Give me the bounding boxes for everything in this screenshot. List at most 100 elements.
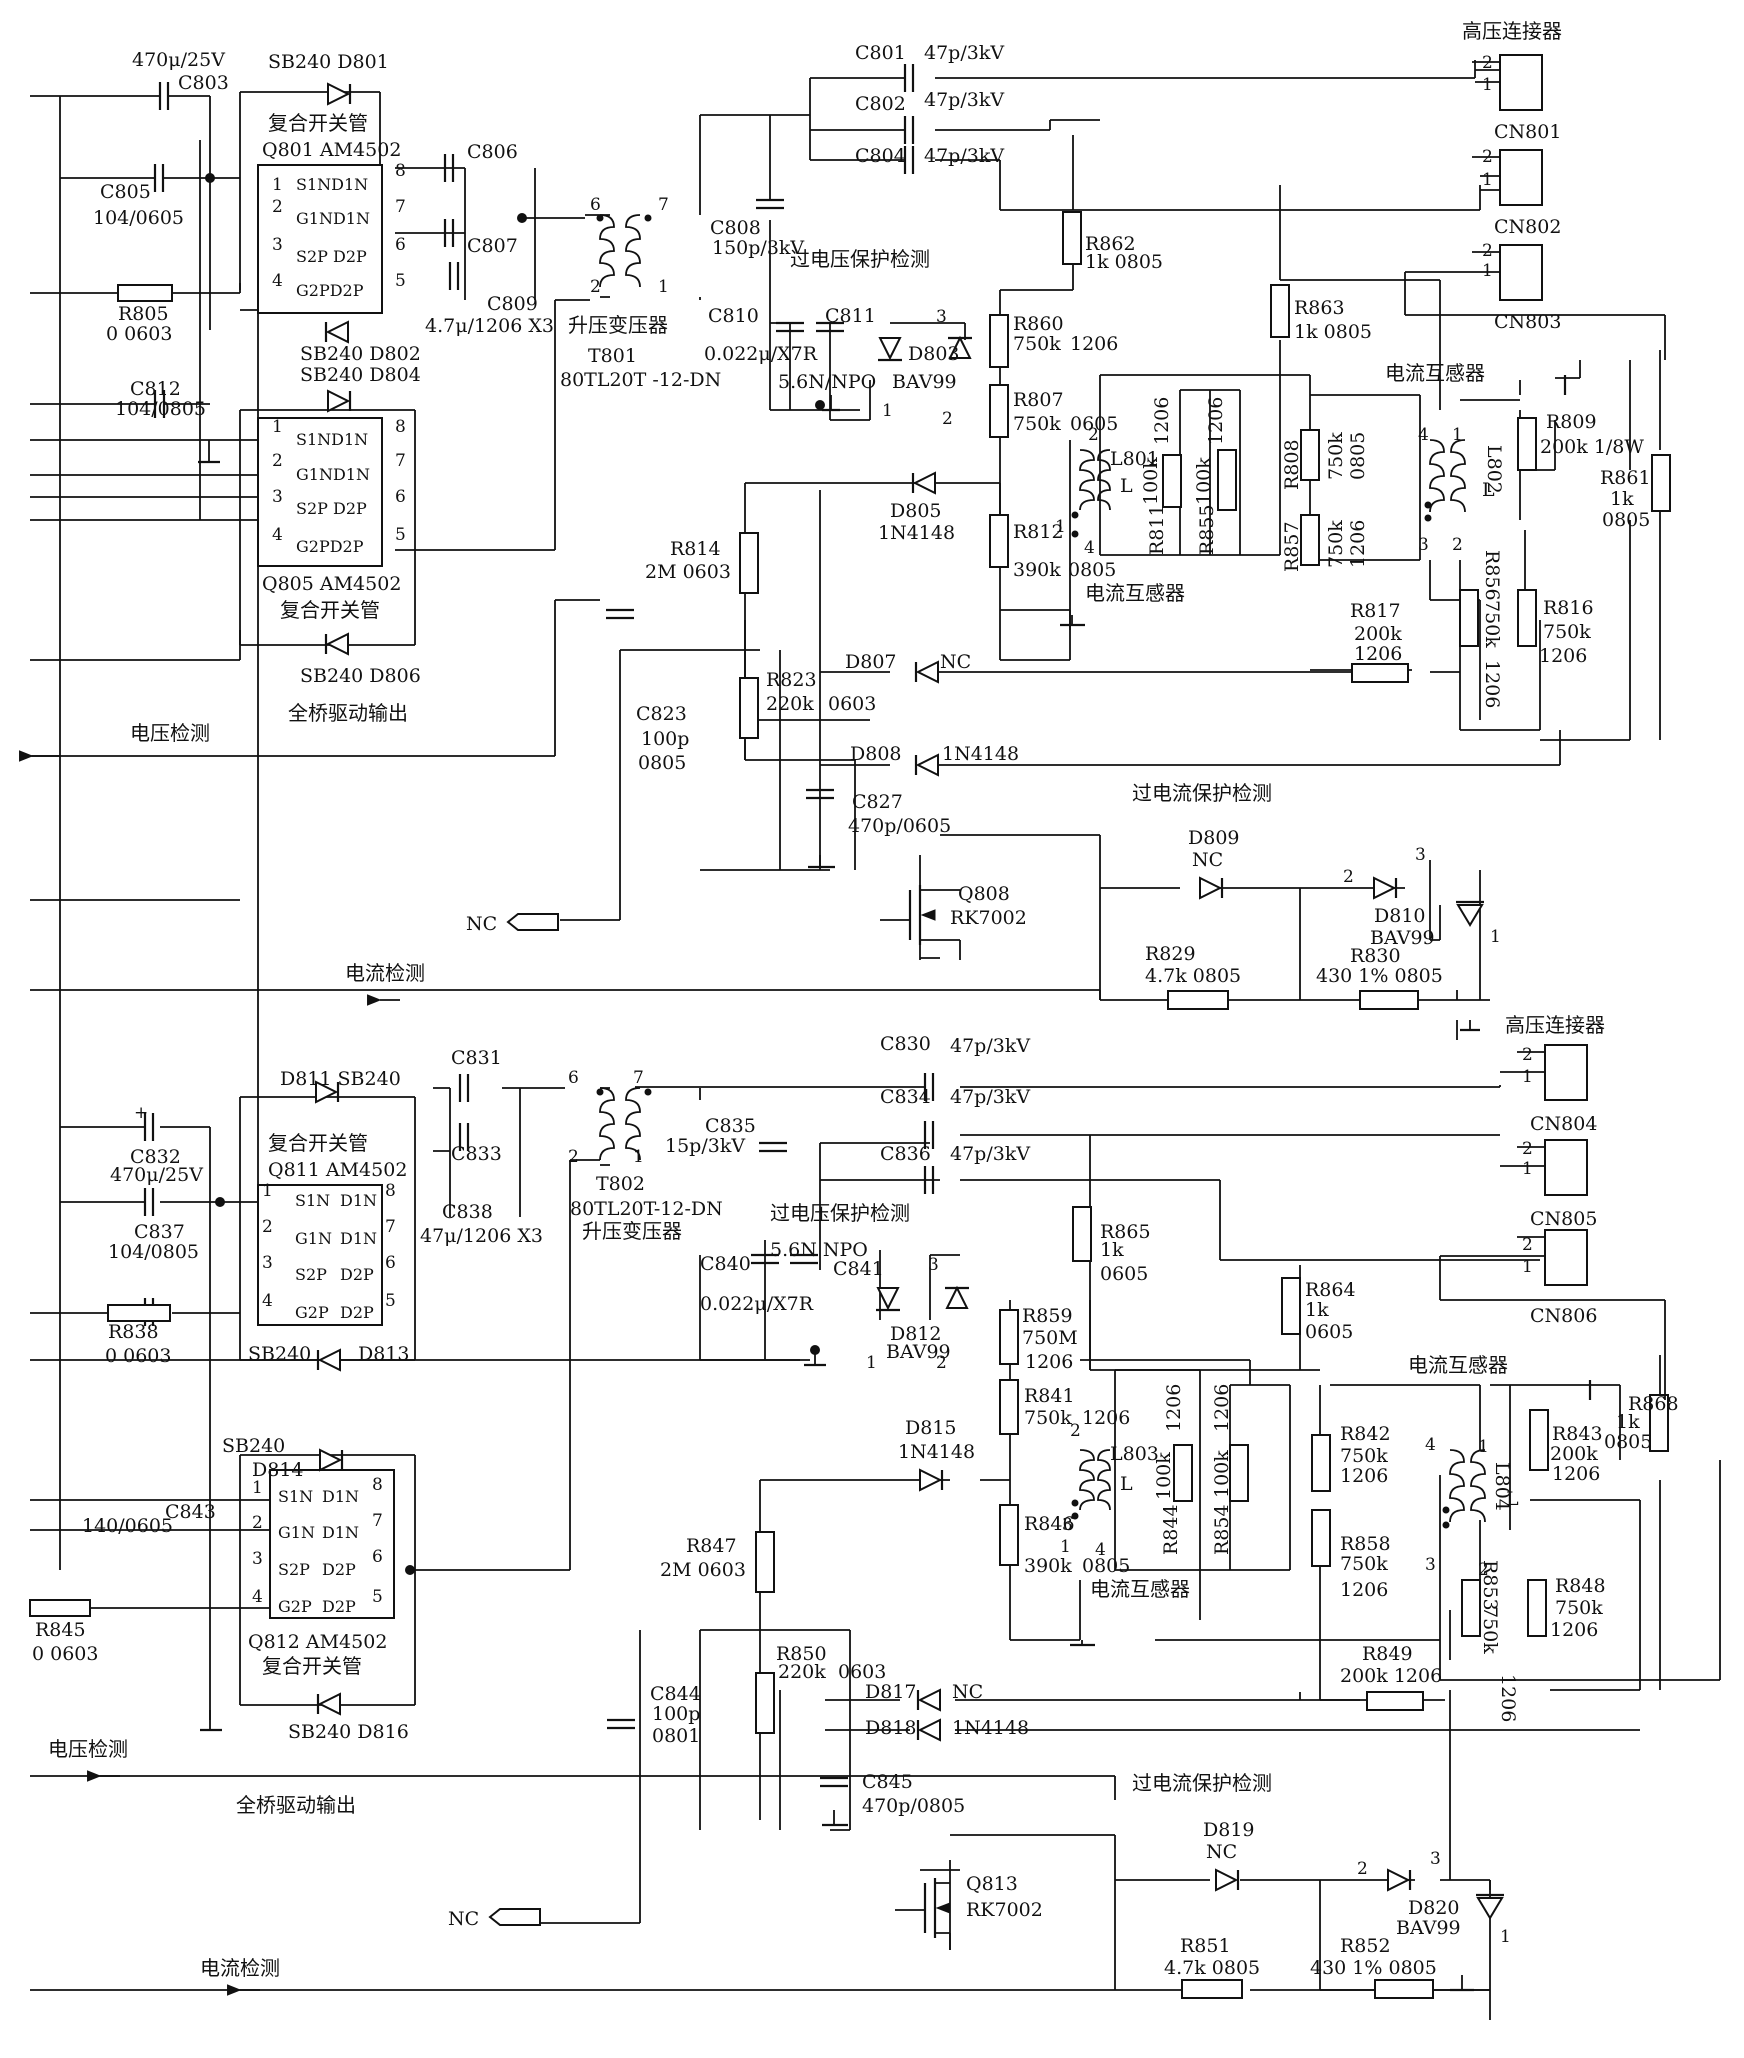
- t801-pin2: 2: [590, 277, 601, 297]
- label-r863: R863: [1294, 297, 1345, 319]
- label-d820: D820: [1408, 1897, 1460, 1919]
- label-c832-val: 470μ/25V: [110, 1164, 203, 1186]
- label-t802: T802: [596, 1173, 645, 1195]
- label-c844-pkg: 0801: [652, 1725, 700, 1747]
- label-gylj2: 高压连接器: [1505, 1013, 1605, 1037]
- label-c830: C830: [880, 1033, 931, 1055]
- label-r823-val: 220k: [766, 693, 814, 715]
- label-d803: D803: [908, 343, 960, 365]
- label-r830: R830: [1350, 945, 1401, 967]
- label-r868-pkg: 0805: [1604, 1431, 1652, 1453]
- connectors: [1404, 54, 1666, 1400]
- res-r830: [1359, 990, 1419, 1010]
- c832-plus: +: [134, 1103, 148, 1123]
- q805-pin2: 2: [272, 451, 283, 471]
- label-qqqd2: 全桥驱动输出: [236, 1793, 356, 1817]
- svg-text:2: 2: [1452, 535, 1463, 555]
- label-r809: R809: [1546, 411, 1597, 433]
- q812-p5: D2P: [322, 1597, 356, 1616]
- cap-c812: [153, 390, 166, 418]
- svg-text:2: 2: [1522, 1045, 1533, 1065]
- svg-text:1: 1: [1478, 1437, 1489, 1457]
- q805-pin1: 1: [272, 417, 283, 437]
- label-gybh2: 过电压保护检测: [770, 1201, 910, 1225]
- label-r845-val: 0 0603: [32, 1643, 98, 1665]
- label-c837-val: 104/0805: [108, 1241, 199, 1263]
- cap-c805: [153, 164, 165, 192]
- label-r807-pkg: 0605: [1070, 413, 1118, 435]
- label-r852: R852: [1340, 1935, 1391, 1957]
- label-c840-val: 0.022μ/X7R: [700, 1293, 814, 1315]
- q801-row1: S1ND1N: [296, 175, 368, 194]
- label-r859-val: 750M: [1022, 1327, 1078, 1349]
- arrows: [19, 750, 1116, 1996]
- label-l-4: L: [1506, 1488, 1519, 1510]
- label-r858: R858: [1340, 1533, 1391, 1555]
- res-r868: [1649, 1394, 1669, 1452]
- res-r814: [739, 532, 759, 594]
- cap-c835: [759, 1141, 787, 1153]
- label-r808: R808: [1281, 439, 1303, 490]
- connector-cn804: [1544, 1044, 1588, 1101]
- res-r856: [1459, 589, 1479, 647]
- label-r868: R868: [1628, 1393, 1679, 1415]
- label-r811-val: 100k: [1140, 457, 1162, 505]
- transformers: [596, 214, 1486, 1529]
- label-r857-pkg: 1206: [1347, 520, 1369, 568]
- label-r814-val: 2M 0603: [645, 561, 731, 583]
- res-r852: [1374, 1979, 1434, 1999]
- q805-pin3: 3: [272, 487, 283, 507]
- cap-c833: [458, 1123, 470, 1151]
- res-r853: [1461, 1579, 1481, 1637]
- svg-text:1: 1: [1482, 261, 1493, 281]
- res-r849: [1366, 1691, 1424, 1711]
- label-c836-val: 47p/3kV: [950, 1143, 1030, 1165]
- label-r817-pkg: 1206: [1354, 643, 1402, 665]
- chip-q812: [269, 1469, 395, 1619]
- label-q801: Q801 AM4502: [262, 139, 401, 161]
- label-d813: D813: [358, 1343, 410, 1365]
- label-d812: D812: [890, 1323, 942, 1345]
- label-c805: C805: [100, 181, 151, 203]
- q811-p1: S1N: [295, 1191, 330, 1210]
- label-d809-val: NC: [1192, 849, 1223, 871]
- inductor-l803: [1071, 1449, 1111, 1520]
- svg-text:4: 4: [1084, 538, 1095, 558]
- label-c823-val: 100p: [641, 728, 689, 750]
- label-c827: C827: [852, 791, 903, 813]
- res-r823: [739, 677, 759, 739]
- res-r812: [989, 514, 1009, 568]
- label-c834-val: 47p/3kV: [950, 1086, 1030, 1108]
- res-r844: [1173, 1444, 1193, 1502]
- q811-pin4: 4: [262, 1291, 273, 1311]
- label-r841-pkg: 1206: [1082, 1407, 1130, 1429]
- label-c835-val: 15p/3kV: [665, 1135, 745, 1157]
- label-r848-pkg: 1206: [1550, 1619, 1598, 1641]
- label-r856-val: 750k: [1481, 600, 1503, 648]
- label-r805: R805: [118, 303, 169, 325]
- label-r846-pkg: 0805: [1082, 1555, 1130, 1577]
- res-r861: [1651, 454, 1671, 512]
- label-c832: C832: [130, 1146, 181, 1168]
- label-r843: R843: [1552, 1423, 1603, 1445]
- label-q813: Q813: [966, 1873, 1018, 1895]
- res-r857: [1300, 514, 1320, 566]
- label-r805-val: 0 0603: [106, 323, 172, 345]
- mosfet-q813: [895, 1878, 951, 1950]
- label-r861-val: 1k: [1610, 488, 1634, 510]
- chips: [257, 164, 395, 1619]
- label-bav99-2: BAV99: [1370, 927, 1435, 949]
- label-c838-val: 47μ/1206 X3: [420, 1225, 543, 1247]
- res-r860: [989, 314, 1009, 368]
- svg-text:4: 4: [1418, 425, 1429, 445]
- label-c803-val: 470μ/25V: [132, 49, 225, 71]
- label-c836: C836: [880, 1143, 931, 1165]
- cap-c827: [806, 788, 834, 800]
- label-bav99-4: BAV99: [1396, 1917, 1461, 1939]
- svg-text:3: 3: [1062, 1515, 1073, 1535]
- res-r854: [1229, 1444, 1249, 1502]
- label-c830-val: 47p/3kV: [950, 1035, 1030, 1057]
- label-r816-pkg: 1206: [1539, 645, 1587, 667]
- diode-d805: [911, 471, 936, 495]
- label-l-3: L: [1120, 1473, 1133, 1495]
